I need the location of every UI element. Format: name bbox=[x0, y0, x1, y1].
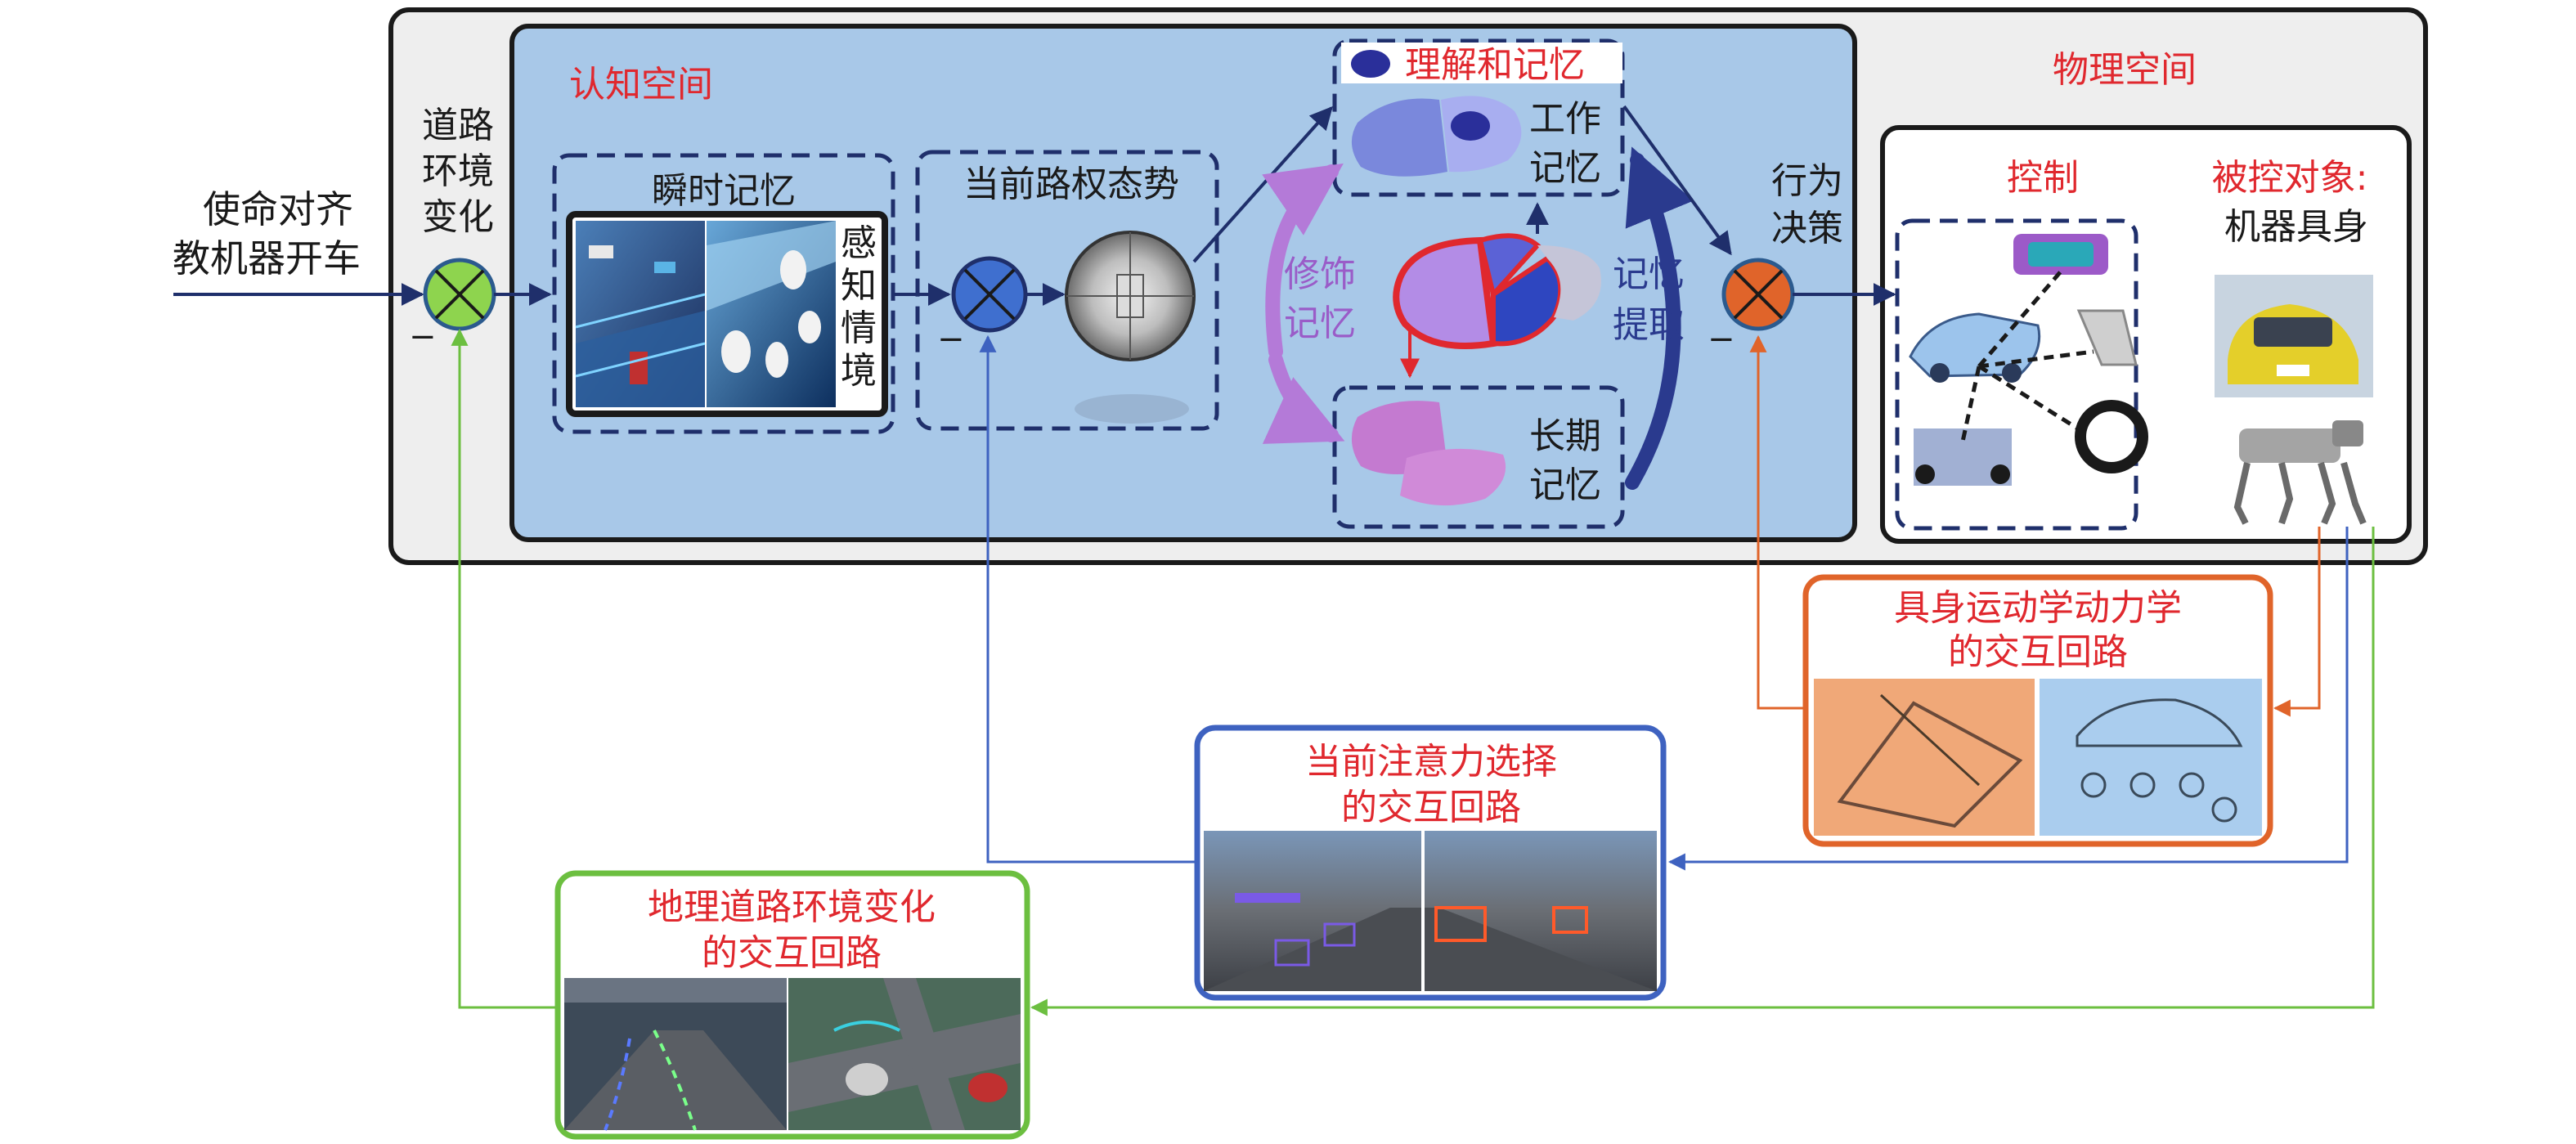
attention-detection-image bbox=[1204, 831, 1657, 991]
understanding-dot-icon bbox=[1351, 50, 1390, 78]
long-term-memory-line2: 记忆 bbox=[1529, 464, 1601, 506]
long-term-memory-box bbox=[1332, 385, 1625, 529]
memory-retrieval-line1: 记忆 bbox=[1613, 253, 1685, 295]
perception-context-char-3: 情 bbox=[841, 307, 877, 349]
working-memory-brain-icon bbox=[1351, 96, 1522, 177]
orange-summing-junction bbox=[1721, 258, 1795, 331]
kinematics-feedback-line-out bbox=[2273, 527, 2321, 717]
perception-context-char-2: 知 bbox=[841, 265, 877, 307]
understanding-memory-box bbox=[1332, 38, 1625, 197]
embellish-memory-line1: 修饰 bbox=[1284, 253, 1356, 295]
geo-loop-line1: 地理道路环境变化 bbox=[648, 886, 936, 928]
driving-scene-image-1 bbox=[575, 221, 706, 407]
memory-retrieval-line2: 提取 bbox=[1613, 304, 1685, 346]
perception-context-char-1: 感 bbox=[841, 222, 877, 264]
panoramic-view-image bbox=[1065, 231, 1196, 424]
kinematics-feedback-line-in bbox=[1749, 334, 1806, 710]
attention-loop-line2: 的交互回路 bbox=[1341, 787, 1521, 828]
kinematics-diagram-image bbox=[1814, 679, 2035, 836]
robot-dog-photo bbox=[2215, 407, 2373, 530]
driving-scene-image-2 bbox=[707, 221, 836, 407]
embellish-memory-curve-lower bbox=[1262, 352, 1345, 444]
control-title: 控制 bbox=[2007, 157, 2079, 199]
instant-memory-title: 瞬时记忆 bbox=[652, 170, 796, 212]
blue-summing-junction bbox=[951, 256, 1028, 333]
minus-sign-green: − bbox=[409, 318, 437, 356]
dynamics-diagram-image bbox=[2040, 679, 2262, 836]
working-memory-line1: 工作 bbox=[1529, 98, 1601, 140]
road-change-line1: 道路 bbox=[422, 105, 494, 146]
kinematics-loop-line1: 具身运动学动力学 bbox=[1894, 587, 2182, 629]
arrow-to-decision bbox=[1622, 105, 1732, 256]
vehicle-chassis-icons bbox=[1909, 234, 2148, 486]
attention-feedback-line-out bbox=[1667, 527, 2349, 871]
input-text-line2: 教机器开车 bbox=[173, 236, 361, 280]
minus-sign-orange: − bbox=[1708, 321, 1735, 358]
kinematics-loop-line2: 的交互回路 bbox=[1948, 631, 2128, 673]
behavior-decision-line1: 行为 bbox=[1771, 160, 1843, 202]
controlled-object-line2: 机器具身 bbox=[2224, 206, 2368, 248]
minus-sign-blue: − bbox=[937, 321, 965, 358]
right-of-way-box bbox=[915, 150, 1219, 431]
long-term-memory-brain-icon bbox=[1351, 401, 1506, 506]
attention-loop-line1: 当前注意力选择 bbox=[1305, 741, 1557, 783]
embellish-memory-line2: 记忆 bbox=[1284, 303, 1356, 344]
cognitive-space-title: 认知空间 bbox=[569, 64, 713, 105]
geo-road-scene-image-1 bbox=[564, 978, 787, 1131]
geo-loop-line2: 的交互回路 bbox=[702, 932, 882, 974]
attention-feedback-line-in bbox=[979, 334, 1197, 864]
perception-context-char-4: 境 bbox=[841, 350, 877, 392]
geo-road-scene-image-2 bbox=[788, 978, 1021, 1130]
geo-feedback-line-in bbox=[451, 328, 556, 1009]
controlled-object-line1: 被控对象: bbox=[2212, 157, 2368, 199]
embellish-memory-curve-upper bbox=[1262, 163, 1344, 359]
road-change-line3: 变化 bbox=[422, 196, 494, 238]
physical-space-title: 物理空间 bbox=[2053, 49, 2197, 91]
input-text-line1: 使命对齐 bbox=[203, 187, 353, 231]
working-memory-line2: 记忆 bbox=[1529, 147, 1601, 189]
geo-feedback-line-out bbox=[1030, 527, 2375, 1016]
central-brain-icon bbox=[1393, 233, 1601, 349]
right-of-way-title: 当前路权态势 bbox=[963, 164, 1179, 205]
behavior-decision-line2: 决策 bbox=[1771, 208, 1843, 249]
long-term-memory-line1: 长期 bbox=[1529, 415, 1601, 457]
road-change-line2: 环境 bbox=[422, 150, 494, 192]
understanding-memory-title: 理解和记忆 bbox=[1405, 44, 1585, 86]
control-box bbox=[1895, 218, 2138, 531]
memory-retrieval-curve bbox=[1625, 146, 1694, 490]
car-photo bbox=[2215, 275, 2373, 397]
